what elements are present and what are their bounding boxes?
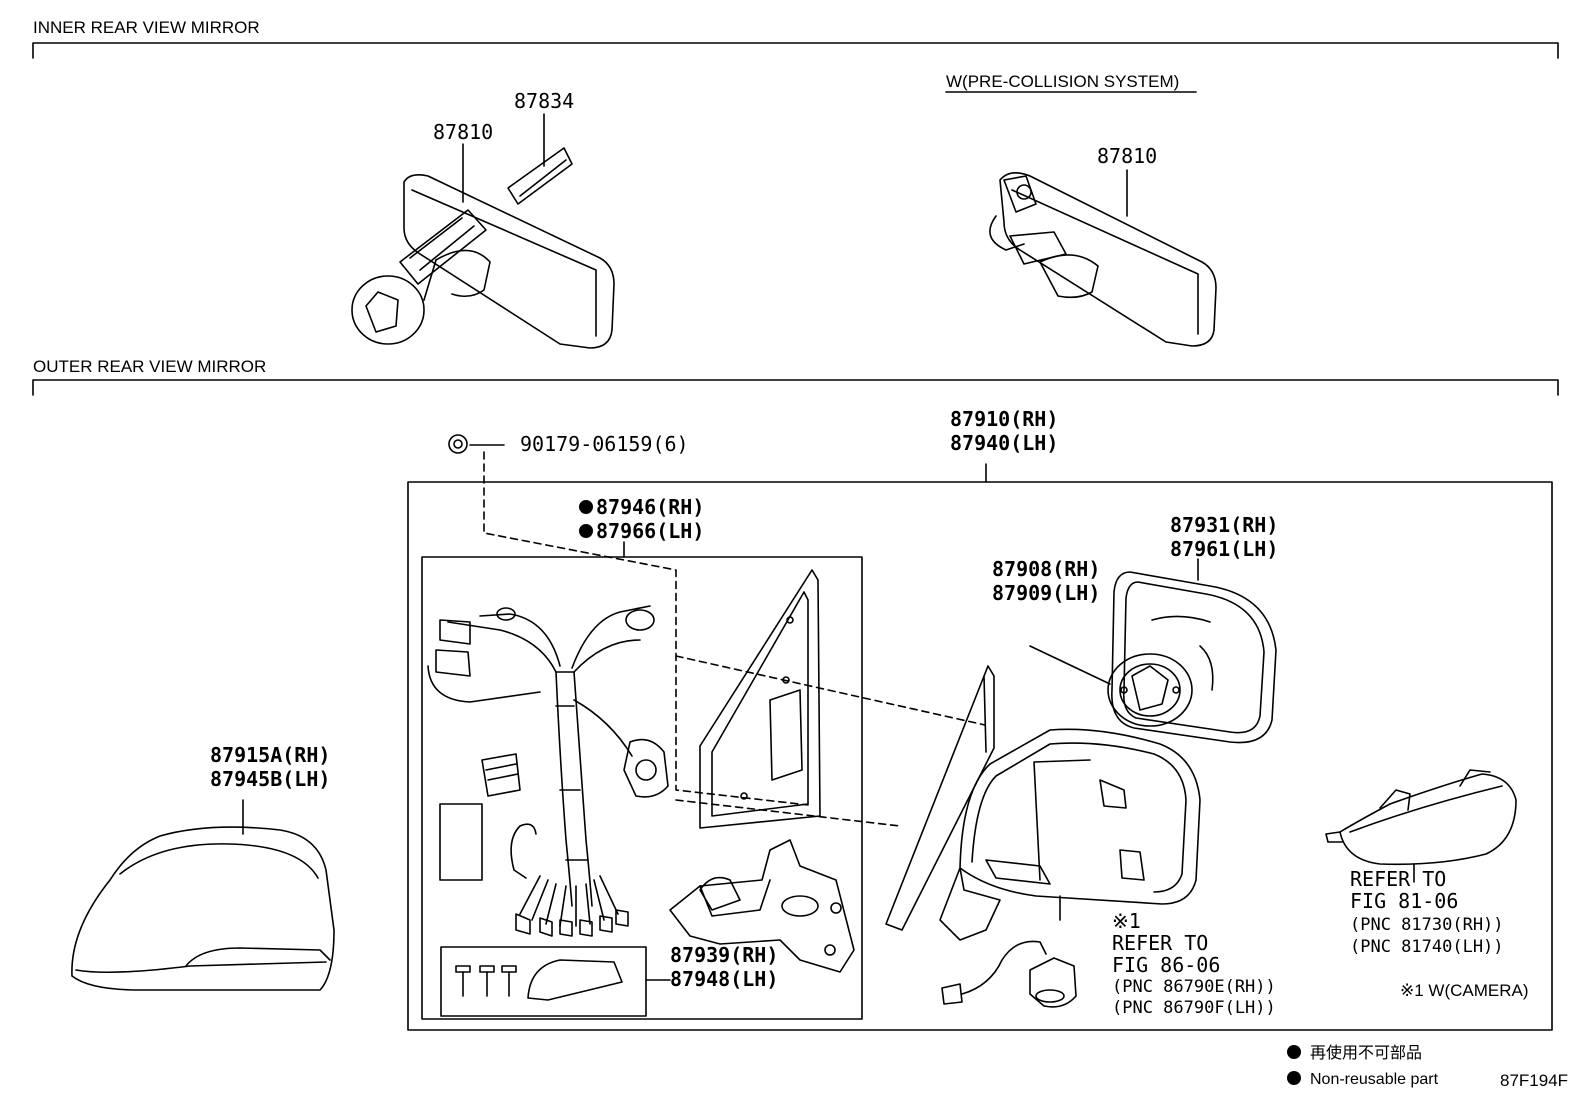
- inner-mirror-drawing: [351, 147, 615, 349]
- camera-ref-line3: (PNC 86790E(RH)): [1112, 977, 1276, 997]
- inner-leaders: [462, 113, 1128, 217]
- mirror-assembly-box: [407, 481, 1553, 1031]
- mirror-base-drawing: [669, 839, 855, 973]
- legend-jp: 再使用不可部品: [1310, 1044, 1422, 1062]
- camera-ref-line1: REFER TO: [1112, 931, 1208, 955]
- nonreusable-mark-icon: [579, 524, 593, 538]
- nonreusable-mark-icon: [579, 500, 593, 514]
- variant-label: W(PRE-COLLISION SYSTEM): [946, 72, 1179, 91]
- outer-mirror-drawing: [885, 665, 1201, 941]
- legend-dot-icon: [1287, 1045, 1301, 1059]
- screw-kit-drawing: [455, 959, 623, 1001]
- inner-mirror-precollision-drawing: [989, 172, 1217, 347]
- camera-ref-line2: FIG 86-06: [1112, 953, 1220, 977]
- figure-id: 87F194F: [1500, 1071, 1568, 1090]
- legend-dot-icon: [1287, 1071, 1301, 1085]
- turn-lamp-drawing: [1325, 769, 1517, 883]
- lamp-ref-line1: REFER TO: [1350, 867, 1446, 891]
- inner-section-bracket: [32, 42, 1559, 59]
- motor-lh-label: 87909(LH): [992, 581, 1100, 605]
- mirror-frame-drawing: [699, 569, 821, 829]
- harness-kit-box: [421, 556, 863, 1020]
- outer-section-bracket: [32, 379, 1559, 396]
- cover-lh-label: 87945B(LH): [210, 767, 330, 791]
- lamp-ref-line3: (PNC 81730(RH)): [1350, 915, 1504, 935]
- base-rh-label: 87939(RH): [670, 943, 778, 967]
- inner-section-title: INNER REAR VIEW MIRROR: [33, 18, 260, 37]
- part-87810-precollision-label: 87810: [1097, 144, 1157, 168]
- base-lh-label: 87948(LH): [670, 967, 778, 991]
- cover-rh-label: 87915A(RH): [210, 743, 330, 767]
- motor-rh-label: 87908(RH): [992, 557, 1100, 581]
- outer-section-title: OUTER REAR VIEW MIRROR: [33, 357, 266, 376]
- part-87834-label: 87834: [514, 89, 574, 113]
- assembly-lh-label: 87940(LH): [950, 431, 1058, 455]
- camera-ref-line4: (PNC 86790F(LH)): [1112, 998, 1276, 1018]
- camera-ref-mark: ※1: [1112, 909, 1141, 933]
- glass-lh-label: 87961(LH): [1170, 537, 1278, 561]
- lamp-ref-line2: FIG 81-06: [1350, 889, 1458, 913]
- harness-rh-label: 87946(RH): [596, 495, 704, 519]
- mirror-glass-drawing: [1111, 571, 1277, 744]
- screw-icon: [448, 434, 468, 454]
- screw-kit-box: [440, 946, 647, 1017]
- camera-drawing: [941, 895, 1077, 1008]
- wire-harness-drawing: [427, 605, 669, 937]
- part-87810-label: 87810: [433, 120, 493, 144]
- assembly-rh-label: 87910(RH): [950, 407, 1058, 431]
- mirror-motor-drawing: [1029, 645, 1193, 727]
- lamp-ref-line4: (PNC 81740(LH)): [1350, 937, 1504, 957]
- screw-part-label: 90179-06159(6): [520, 432, 689, 456]
- mirror-cover-drawing: [71, 799, 335, 991]
- camera-note: ※1 W(CAMERA): [1400, 981, 1529, 1000]
- harness-lh-label: 87966(LH): [596, 519, 704, 543]
- glass-rh-label: 87931(RH): [1170, 513, 1278, 537]
- legend-en: Non-reusable part: [1310, 1071, 1439, 1088]
